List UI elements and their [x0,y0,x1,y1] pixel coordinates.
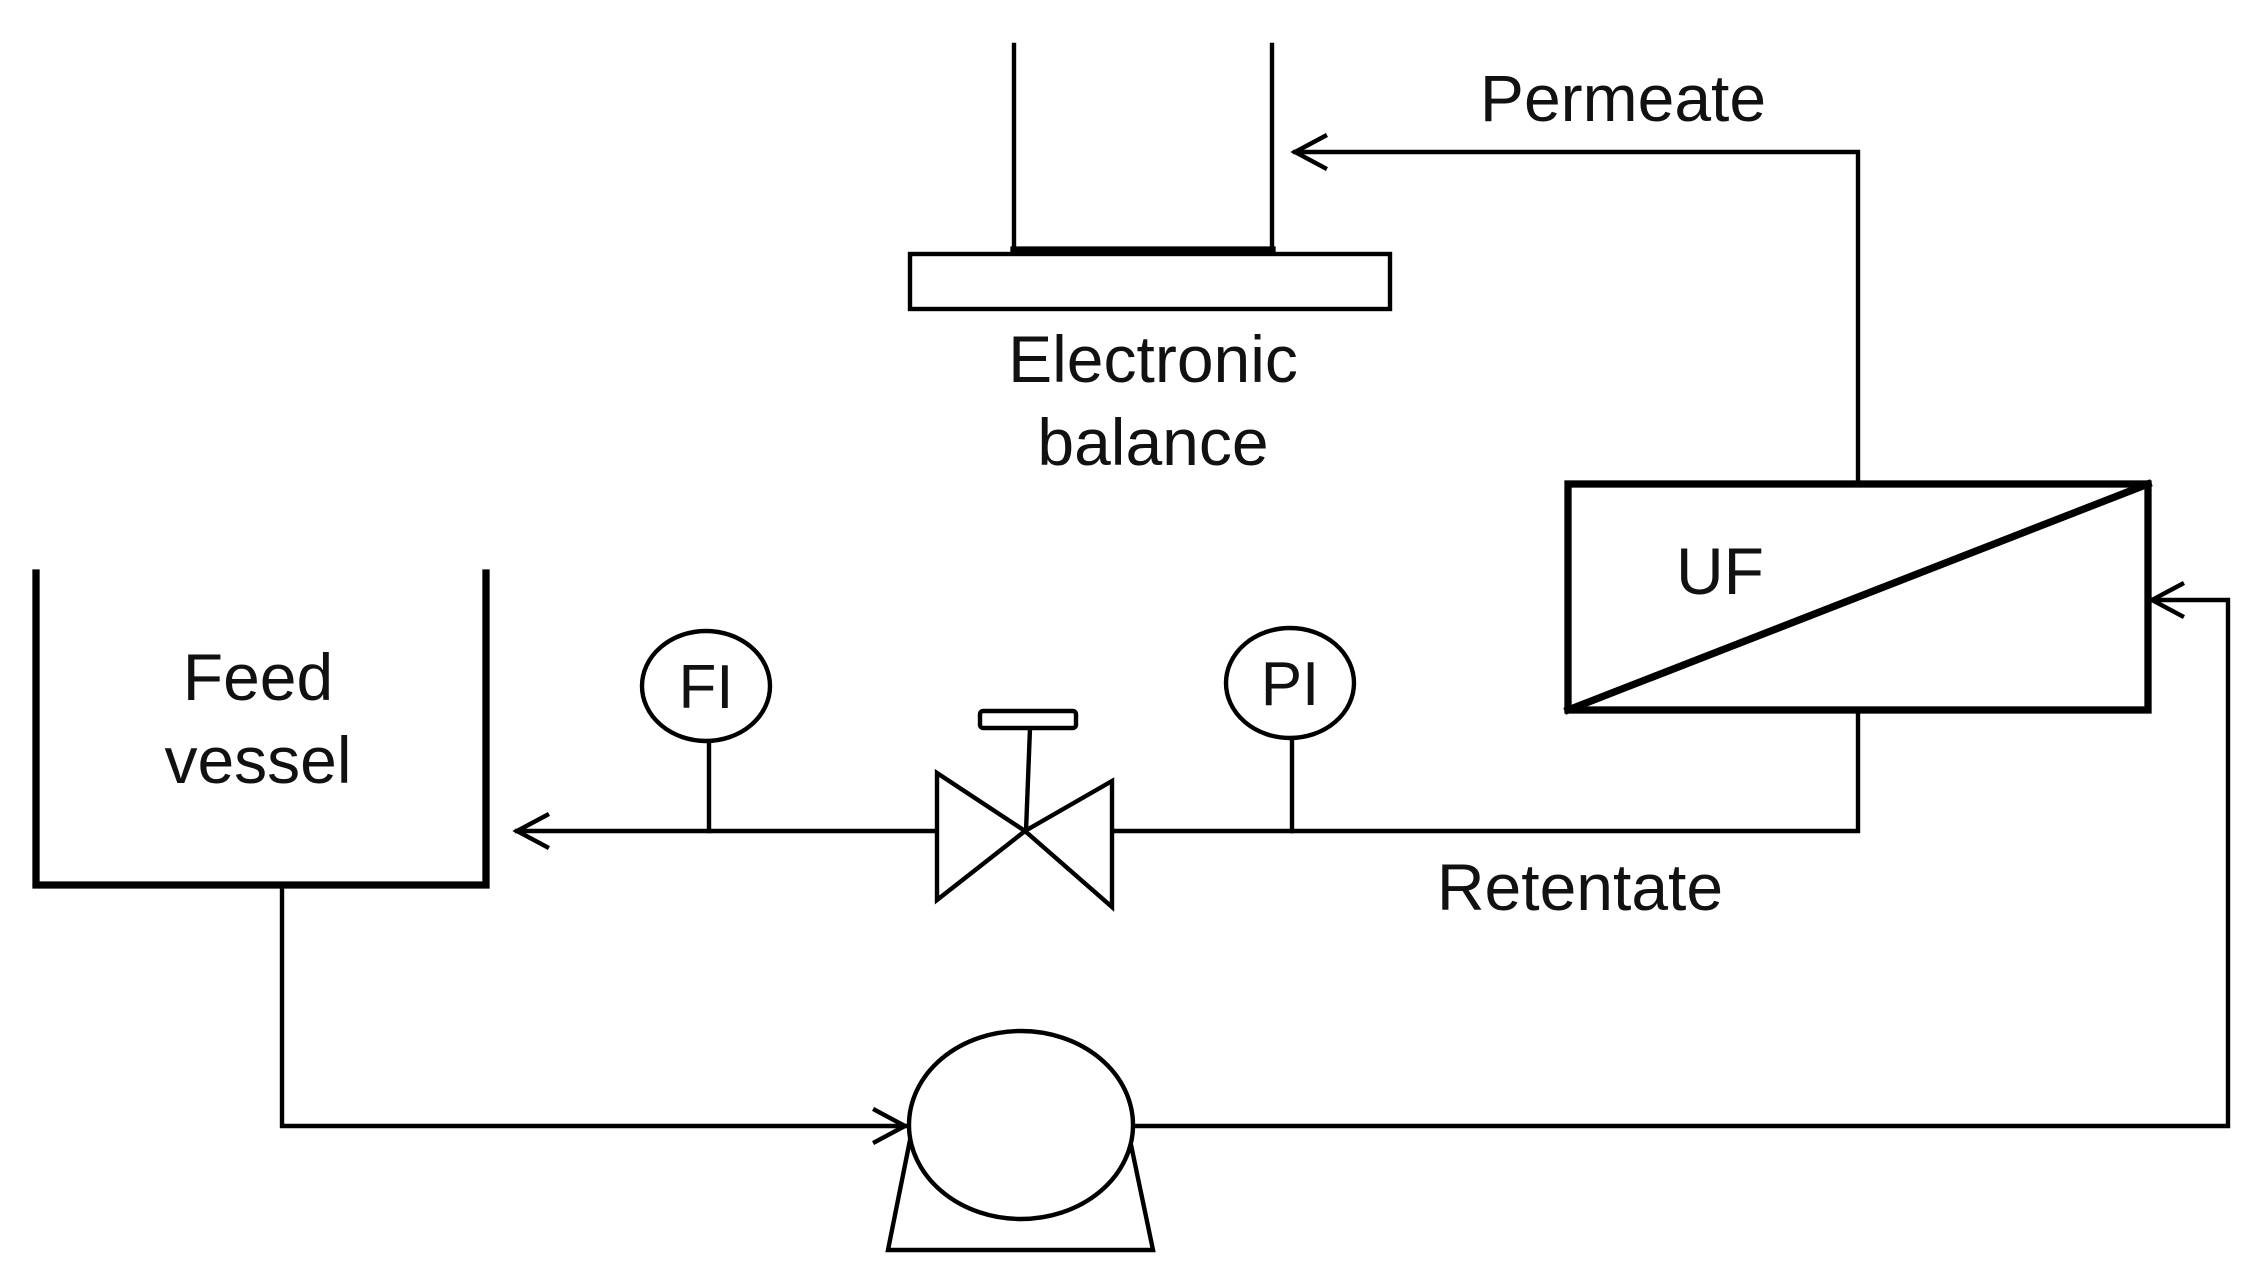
retentate-arrowhead [512,812,550,850]
electronic-balance-label-line2: balance [1037,405,1268,479]
retentate-pipe-right [1109,707,1861,834]
uf-module: UF [1563,479,2153,715]
feed-vessel: Feed vessel [32,569,490,889]
electronic-balance-label-line1: Electronic [1008,322,1298,396]
valve-stem [1023,725,1033,834]
permeate-arrowhead [1290,133,1328,171]
pump-to-uf-pipe [1130,597,2231,1129]
pump [885,1028,1156,1253]
control-valve [934,708,1115,912]
retentate-label: Retentate [1437,850,1723,924]
uf-label: UF [1676,534,1764,608]
electronic-balance: Electronic balance [907,42,1393,479]
retentate-line: Retentate [512,707,1861,924]
valve-body-right [1021,777,1115,912]
feed-to-uf-line [1130,581,2231,1129]
flow-indicator-dial [639,628,773,744]
flow-indicator-label: FI [678,653,733,722]
flow-indicator: FI [639,628,773,834]
uf-inlet-arrowhead [2147,581,2185,619]
pressure-indicator-dial [1223,625,1357,741]
pump-body [906,1028,1136,1222]
uf-membrane [1563,479,2153,715]
vessel-to-pump-line [279,882,910,1145]
valve-handwheel [977,708,1079,731]
permeate-collection-container [1011,42,1275,253]
permeate-pipe [1292,149,1861,487]
permeate-line: Permeate [1290,61,1861,487]
balance-platform [907,251,1393,312]
vessel-to-pump-pipe [279,882,908,1129]
pressure-indicator: PI [1223,625,1357,834]
feed-vessel-label-line1: Feed [183,640,333,714]
permeate-label: Permeate [1480,61,1766,135]
feed-vessel-walls [32,569,490,889]
valve-body-left [934,768,1029,905]
feed-vessel-label-line2: vessel [164,723,351,797]
pump-inlet-arrowhead [872,1107,910,1145]
pressure-indicator-label: PI [1261,650,1320,719]
